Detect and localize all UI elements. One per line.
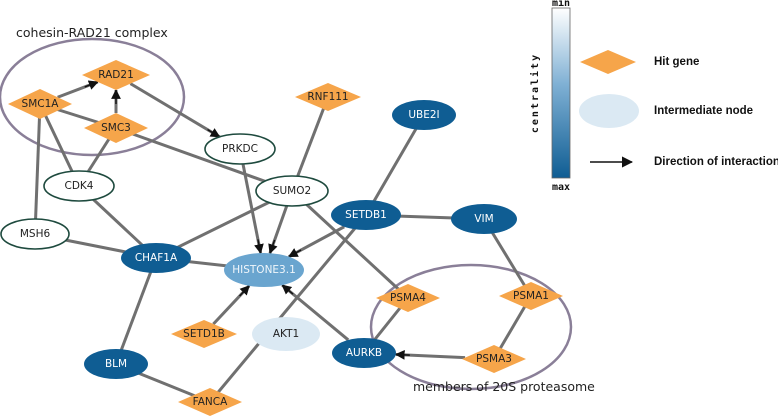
node-label: RNF111	[307, 91, 348, 103]
hit-gene-diamond	[82, 60, 150, 90]
proteasome-group-label: members of 20S proteasome	[413, 379, 595, 394]
node-sumo2[interactable]: SUMO2	[255, 175, 329, 207]
node-label: PSMA1	[513, 290, 549, 302]
node-label: PRKDC	[222, 143, 258, 155]
node-aurkb[interactable]: AURKB	[332, 338, 396, 368]
legend: min max centrality Hit gene Intermediate…	[529, 0, 778, 193]
node-chaf1a[interactable]: CHAF1A	[121, 243, 191, 273]
node-fanca[interactable]: FANCA	[178, 388, 242, 416]
directed-edge-aurkb-histone31	[281, 283, 350, 342]
directed-edge-prkdc-histone31	[241, 163, 263, 254]
edge-rnf111-sumo2	[290, 96, 330, 192]
hit-gene-diamond	[171, 320, 237, 348]
node-histone3-1[interactable]: HISTONE3.1	[224, 253, 304, 287]
node-label: RAD21	[98, 69, 134, 81]
intermediate-node-ellipse	[255, 175, 329, 207]
hit-gene-legend-label: Hit gene	[654, 56, 699, 68]
hit-gene-diamond	[178, 388, 242, 416]
node-prkdc[interactable]: PRKDC	[204, 133, 276, 165]
intermediate-node-ellipse	[392, 100, 456, 130]
node-blm[interactable]: BLM	[84, 349, 148, 379]
node-label: SMC1A	[22, 98, 60, 110]
node-label: AKT1	[273, 328, 299, 340]
node-label: CHAF1A	[135, 252, 178, 264]
hit-gene-diamond	[499, 282, 563, 310]
hit-gene-diamond	[462, 345, 526, 373]
node-label: SUMO2	[273, 185, 311, 197]
hit-gene-diamond	[295, 83, 361, 111]
intermediate-node-swatch	[579, 94, 639, 128]
arrowhead-prkdc-histone31	[254, 239, 264, 255]
node-ube2i[interactable]: UBE2I	[392, 100, 456, 130]
node-label: PSMA4	[390, 292, 426, 304]
node-psma3[interactable]: PSMA3	[462, 345, 526, 373]
node-label: AURKB	[346, 347, 382, 359]
edge-smc3-sumo2	[115, 126, 293, 193]
node-smc1a[interactable]: SMC1A	[8, 89, 72, 119]
scale-min-label: min	[552, 0, 570, 9]
node-psma4[interactable]: PSMA4	[376, 284, 440, 312]
centrality-color-scale	[551, 7, 571, 179]
intermediate-node-ellipse	[121, 243, 191, 273]
scale-title: centrality	[529, 53, 541, 133]
intermediate-node-ellipse	[332, 338, 396, 368]
intermediate-node-ellipse	[204, 133, 276, 165]
node-label: SETDB1	[345, 209, 387, 221]
intermediate-node-ellipse	[84, 349, 148, 379]
node-smc3[interactable]: SMC3	[84, 113, 148, 143]
node-label: VIM	[474, 213, 493, 225]
cohesin-group-label: cohesin-RAD21 complex	[16, 25, 168, 40]
edge-fanca-setdb1	[208, 214, 368, 403]
node-label: FANCA	[193, 396, 228, 408]
arrowhead-psma3-aurkb	[394, 349, 410, 360]
node-label: SETD1B	[183, 328, 225, 340]
node-akt1[interactable]: AKT1	[252, 317, 320, 351]
intermediate-node-ellipse	[224, 253, 304, 287]
node-setd1b[interactable]: SETD1B	[171, 320, 237, 348]
hit-gene-diamond	[376, 284, 440, 312]
node-label: UBE2I	[408, 109, 439, 121]
directed-edge-rad21-prkdc	[129, 82, 221, 139]
intermediate-node-ellipse	[451, 204, 517, 234]
intermediate-node-legend-label: Intermediate node	[654, 105, 753, 117]
edge-sumo2-psma4	[290, 189, 410, 300]
edge-chaf1a-blm	[114, 257, 158, 365]
arrowhead-aurkb-histone31	[281, 284, 294, 295]
node-setdb1[interactable]: SETDB1	[331, 200, 401, 230]
node-rnf111[interactable]: RNF111	[295, 83, 361, 111]
arrowhead-sumo2-histone31	[268, 239, 278, 255]
node-label: HISTONE3.1	[232, 264, 296, 276]
proteasome-group-outline	[369, 263, 573, 391]
node-label: BLM	[105, 358, 127, 370]
intermediate-node-ellipse	[43, 170, 115, 202]
edge-ube2i-setdb1	[364, 114, 426, 216]
arrowhead-smc1a-rad21	[84, 80, 99, 90]
edge-smc1a-msh6	[33, 103, 42, 235]
hit-gene-diamond	[84, 113, 148, 143]
direction-legend-label: Direction of interaction	[654, 156, 778, 168]
arrowhead-setdb1-histone31	[287, 248, 302, 258]
node-psma1[interactable]: PSMA1	[499, 282, 563, 310]
node-label: MSH6	[20, 228, 51, 240]
node-label: CDK4	[65, 180, 94, 192]
hit-gene-diamond	[8, 89, 72, 119]
node-rad21[interactable]: RAD21	[82, 60, 150, 90]
intermediate-node-ellipse	[0, 218, 70, 250]
cohesin-group-outline	[0, 37, 186, 157]
intermediate-node-ellipse	[252, 317, 320, 351]
intermediate-node-ellipse	[331, 200, 401, 230]
hit-gene-swatch	[580, 50, 636, 74]
node-label: PSMA3	[476, 353, 512, 365]
node-msh6[interactable]: MSH6	[0, 218, 70, 250]
node-cdk4[interactable]: CDK4	[43, 170, 115, 202]
scale-max-label: max	[552, 182, 570, 193]
arrowhead-setd1b-histone31	[239, 285, 250, 297]
node-label: SMC3	[101, 122, 131, 134]
node-vim[interactable]: VIM	[451, 204, 517, 234]
arrowhead-rad21-prkdc	[207, 128, 221, 138]
directed-edges-layer	[57, 80, 466, 360]
